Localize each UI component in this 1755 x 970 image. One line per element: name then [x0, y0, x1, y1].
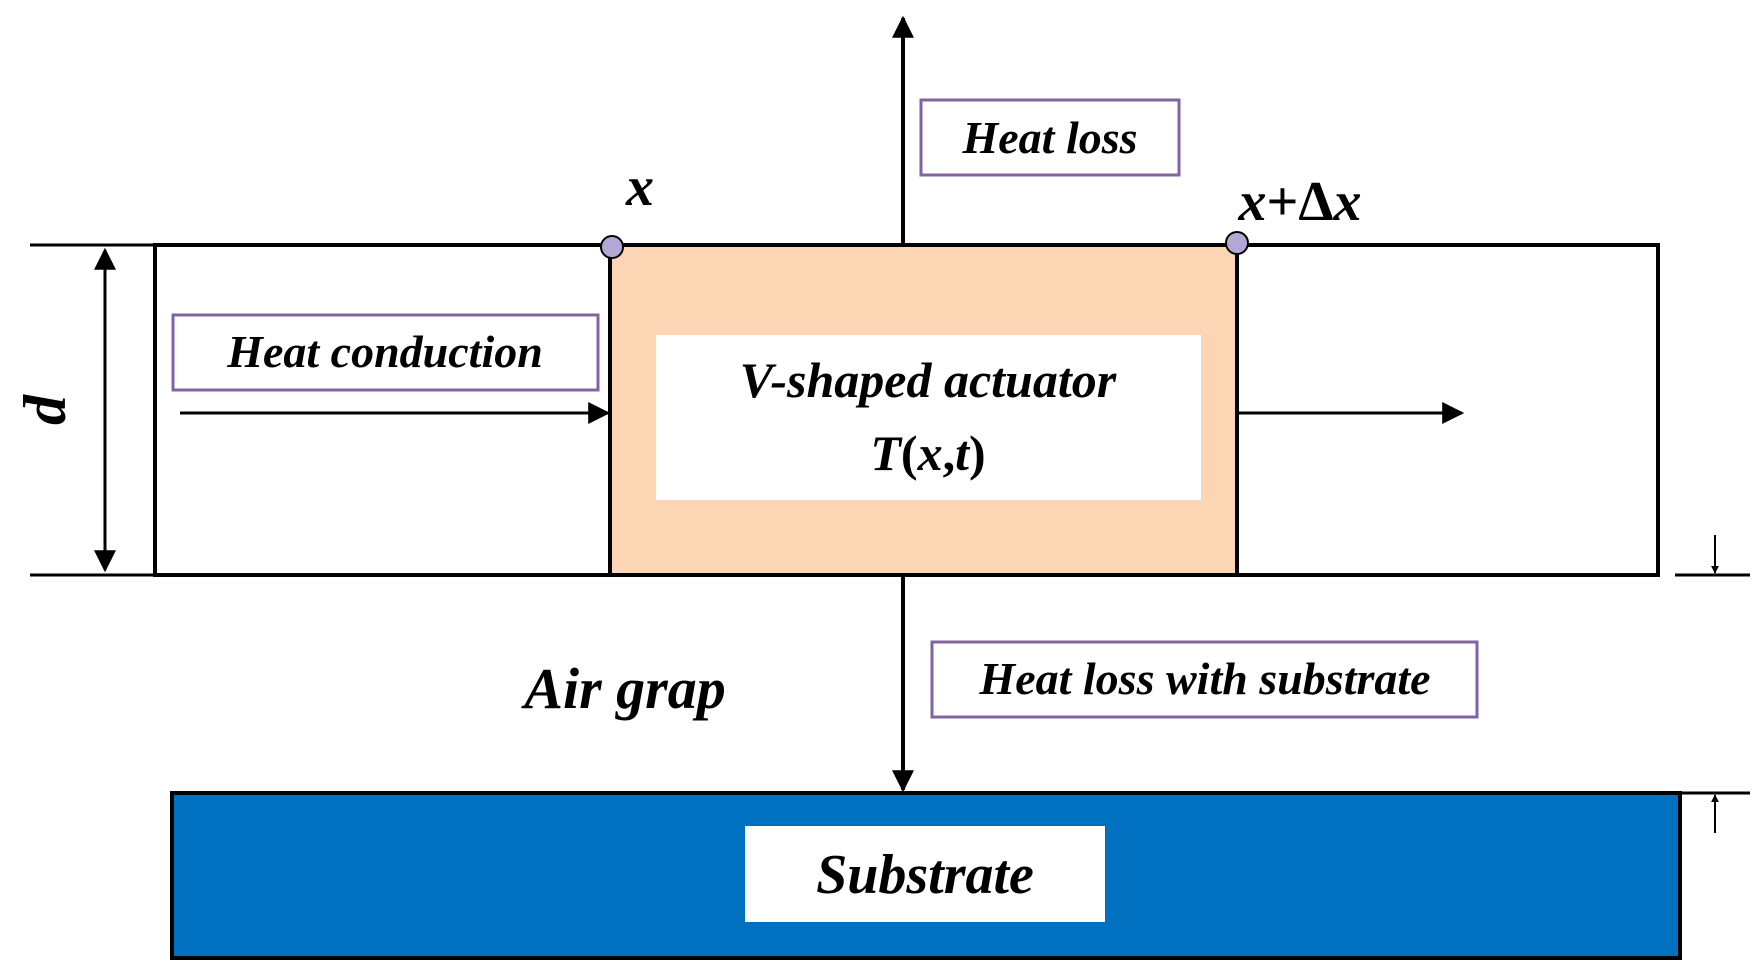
heat-loss-substrate-label-box — [930, 640, 1479, 719]
heat-loss-substrate-label: Heat loss with substrate — [978, 653, 1430, 704]
node-x-marker — [600, 235, 624, 259]
x-plus-dx-label: x+Δx — [1237, 171, 1361, 233]
actuator-temperature-text: T(x,t) — [870, 425, 985, 481]
actuator-label-box — [656, 335, 1201, 500]
heat-loss-label: Heat loss — [961, 112, 1137, 163]
heat-conduction-label: Heat conduction — [226, 326, 543, 377]
node-x-plus-dx-marker — [1225, 231, 1249, 255]
actuator-name-text: V-shaped actuator — [740, 352, 1117, 408]
heat-loss-label-box — [919, 98, 1181, 177]
substrate-label: Substrate — [816, 844, 1034, 906]
substrate-label-box — [745, 826, 1105, 922]
thickness-label: d — [12, 394, 78, 425]
x-label: x — [625, 156, 654, 218]
heat-conduction-label-box — [171, 313, 600, 392]
air-gap-label: Air grap — [521, 656, 725, 721]
